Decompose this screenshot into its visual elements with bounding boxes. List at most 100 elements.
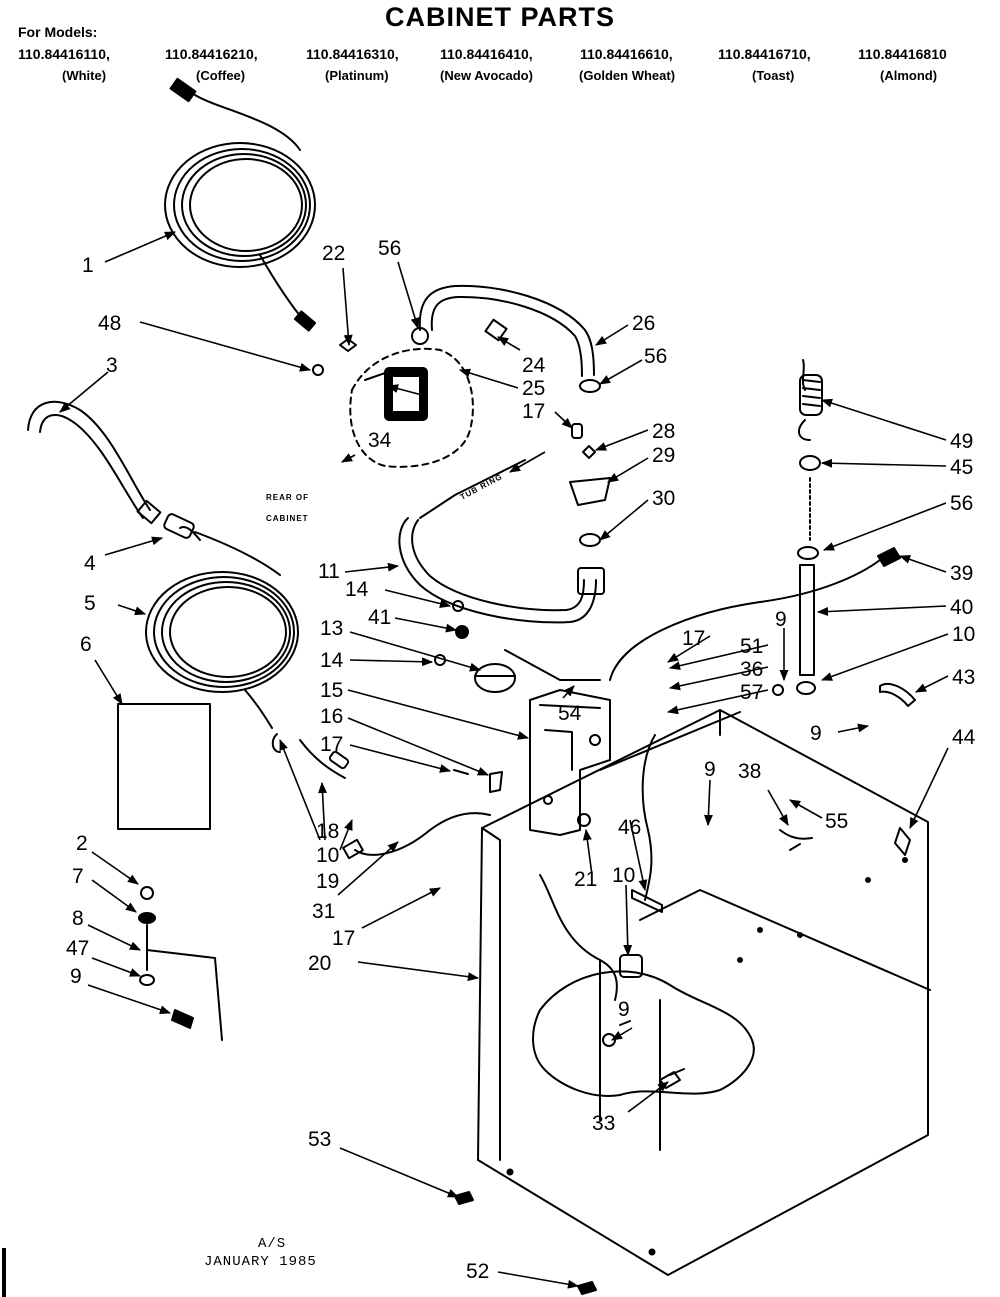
callout-label: 19 <box>316 870 339 893</box>
note-rear-line2: CABINET <box>266 514 309 523</box>
callout-label: 7 <box>72 865 84 888</box>
bracket-43 <box>879 682 916 707</box>
callout-label: 17 <box>682 627 705 650</box>
callout-label: 56 <box>644 345 667 368</box>
callout-label: 29 <box>652 444 675 467</box>
model-number: 110.84416110, <box>18 46 110 62</box>
note-tub-ring: TUB RING <box>459 472 504 502</box>
callout-label: 14 <box>320 649 344 672</box>
callout-label: 10 <box>612 864 635 887</box>
clip <box>489 771 503 793</box>
callout-label: 45 <box>950 456 973 479</box>
power-cord <box>609 559 881 681</box>
callout-label: 55 <box>825 810 848 833</box>
footer-date: JANUARY 1985 <box>204 1254 317 1270</box>
callout-label: 38 <box>738 760 761 783</box>
drain-hose <box>27 400 281 576</box>
model-color: (Almond) <box>880 68 938 83</box>
callout-label: 36 <box>740 658 763 681</box>
screw-52 <box>577 1281 597 1295</box>
callout-label: 9 <box>70 965 82 988</box>
cabinet <box>477 709 931 1276</box>
callout-label: 1 <box>82 254 94 277</box>
callout-label: 52 <box>466 1260 489 1283</box>
callout-label: 9 <box>775 608 787 631</box>
callout-label: 15 <box>320 679 343 702</box>
model-number: 110.84416310, <box>306 46 399 62</box>
callout-label: 22 <box>322 242 345 265</box>
water-valve-assembly <box>312 327 474 468</box>
inlet-hose-coil-lower <box>145 525 299 729</box>
model-number: 110.84416710, <box>718 46 811 62</box>
callout-label: 18 <box>316 820 339 843</box>
callout-label: 49 <box>950 430 973 453</box>
callout-label: 20 <box>308 952 331 975</box>
callout-label: 8 <box>72 907 84 930</box>
callout-label: 13 <box>320 617 343 640</box>
callout-label: 17 <box>332 927 355 950</box>
callout-label: 31 <box>312 900 335 923</box>
callout-label: 44 <box>952 726 976 749</box>
callout-label: 53 <box>308 1128 331 1151</box>
callout-label: 3 <box>106 354 118 377</box>
callout-label: 4 <box>84 552 96 575</box>
page-title: CABINET PARTS <box>385 2 616 32</box>
fill-nozzle-stack <box>569 423 611 547</box>
callout-label: 10 <box>316 844 339 867</box>
callout-label: 28 <box>652 420 675 443</box>
water-level-switch <box>434 600 601 693</box>
callout-label: 43 <box>952 666 975 689</box>
screw <box>453 769 469 775</box>
callout-label: 10 <box>952 623 975 646</box>
callout-label: 33 <box>592 1112 615 1135</box>
model-color: (Golden Wheat) <box>579 68 676 83</box>
callout-label: 30 <box>652 487 675 510</box>
model-color: (Platinum) <box>325 68 389 83</box>
model-number: 110.84416410, <box>440 46 533 62</box>
wire-harness <box>271 733 491 860</box>
callout-label: 48 <box>98 312 121 335</box>
callout-label: 46 <box>618 816 641 839</box>
callout-label: 47 <box>66 937 89 960</box>
callout-label: 21 <box>574 868 597 891</box>
cap-44 <box>894 827 911 856</box>
note-rear-line1: REAR OF <box>266 493 309 502</box>
callout-label: 9 <box>704 758 716 781</box>
footer-code: A/S <box>258 1236 287 1252</box>
inlet-hose-coil-upper <box>164 77 317 332</box>
screw-53 <box>454 1191 474 1205</box>
hardware-21 <box>577 813 591 827</box>
model-number: 110.84416210, <box>165 46 258 62</box>
model-color: (Coffee) <box>196 68 246 83</box>
control-bracket <box>529 689 611 836</box>
callout-label: 26 <box>632 312 655 335</box>
callout-label: 9 <box>810 722 822 745</box>
callout-label: 16 <box>320 705 343 728</box>
instruction-card <box>117 703 211 830</box>
cord-plug <box>877 547 901 567</box>
model-color: (New Avocado) <box>440 68 533 83</box>
callout-label: 56 <box>378 237 401 260</box>
callout-label: 34 <box>368 429 392 452</box>
model-color: (White) <box>62 68 107 83</box>
callout-label: 41 <box>368 606 391 629</box>
callout-label: 56 <box>950 492 973 515</box>
fill-hose <box>418 284 601 393</box>
callout-label: 24 <box>522 354 546 377</box>
callout-label: 39 <box>950 562 973 585</box>
callout-label: 57 <box>740 681 763 704</box>
bracket-46 <box>631 889 663 913</box>
model-number: 110.84416810 <box>858 46 947 62</box>
tub-ring-hose <box>398 459 605 624</box>
callout-label: 5 <box>84 592 96 615</box>
leveling-hardware <box>138 886 223 1041</box>
callout-label: 54 <box>558 702 582 725</box>
spring-stack <box>772 359 823 696</box>
callout-label: 6 <box>80 633 92 656</box>
scan-edge-mark <box>2 1248 6 1297</box>
callout-label: 11 <box>318 560 340 583</box>
callout-label: 2 <box>76 832 88 855</box>
model-number: 110.84416610, <box>580 46 673 62</box>
callout-label: 14 <box>345 578 369 601</box>
